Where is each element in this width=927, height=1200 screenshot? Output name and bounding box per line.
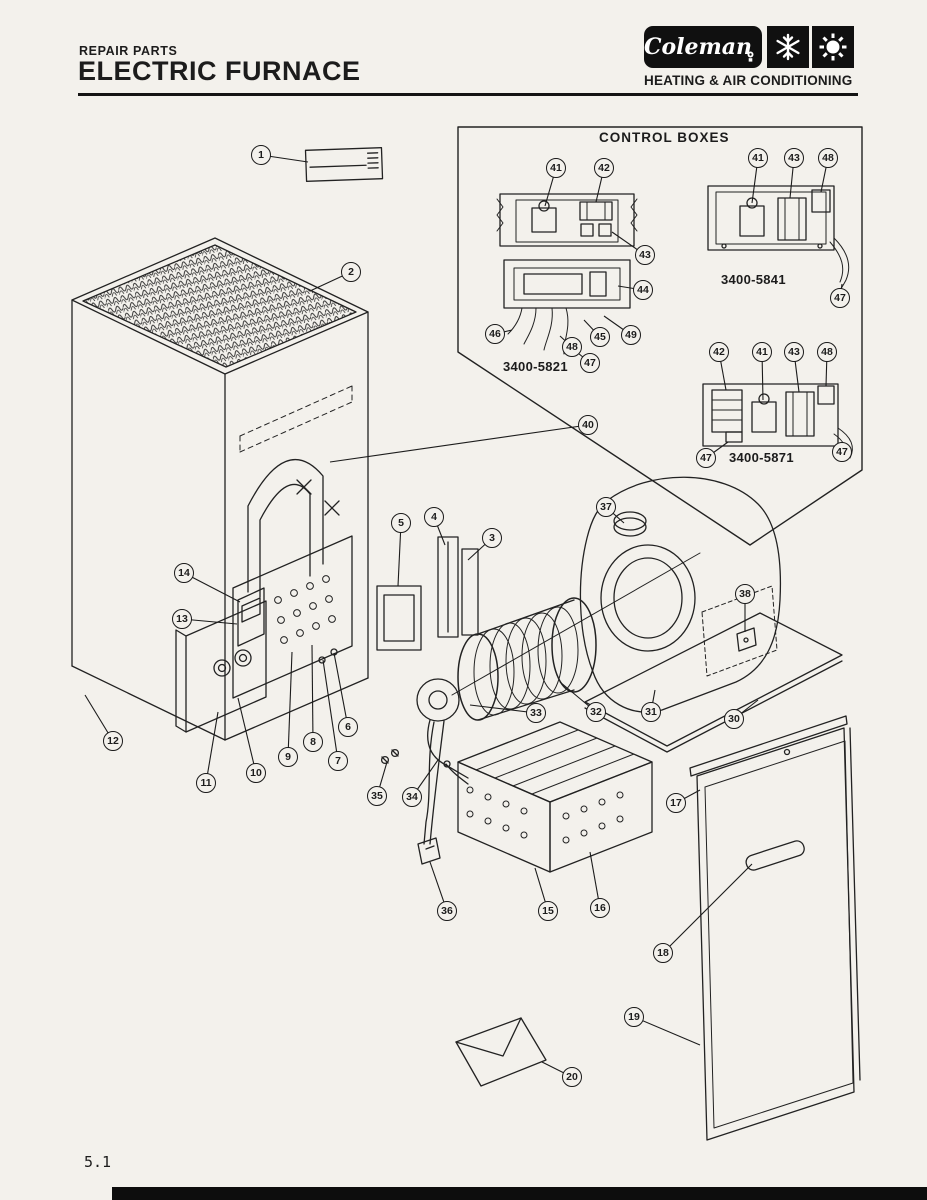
callout-7: 7 bbox=[328, 751, 348, 771]
callout-30: 30 bbox=[724, 709, 744, 729]
callout-16: 16 bbox=[590, 898, 610, 918]
header-rule bbox=[78, 93, 858, 96]
callout-17: 17 bbox=[666, 793, 686, 813]
callout-37: 37 bbox=[596, 497, 616, 517]
callout-5: 5 bbox=[391, 513, 411, 533]
callout-41: 41 bbox=[546, 158, 566, 178]
callout-47: 47 bbox=[830, 288, 850, 308]
callout-4: 4 bbox=[424, 507, 444, 527]
snowflake-tile bbox=[767, 26, 809, 68]
callout-12: 12 bbox=[103, 731, 123, 751]
callout-36: 36 bbox=[437, 901, 457, 921]
callout-48: 48 bbox=[562, 337, 582, 357]
callout-20: 20 bbox=[562, 1067, 582, 1087]
page-title: ELECTRIC FURNACE bbox=[78, 56, 361, 86]
callout-43: 43 bbox=[635, 245, 655, 265]
callout-10: 10 bbox=[246, 763, 266, 783]
callout-18: 18 bbox=[653, 943, 673, 963]
callout-44: 44 bbox=[633, 280, 653, 300]
callout-6: 6 bbox=[338, 717, 358, 737]
callout-34: 34 bbox=[402, 787, 422, 807]
callout-14: 14 bbox=[174, 563, 194, 583]
callout-49: 49 bbox=[621, 325, 641, 345]
callout-33: 33 bbox=[526, 703, 546, 723]
callout-41: 41 bbox=[752, 342, 772, 362]
coleman-logo: Coleman bbox=[644, 26, 762, 68]
snowflake-icon bbox=[776, 33, 800, 61]
inset-title: CONTROL BOXES bbox=[599, 130, 730, 145]
callout-43: 43 bbox=[784, 342, 804, 362]
callout-40: 40 bbox=[578, 415, 598, 435]
lantern-icon bbox=[747, 51, 754, 62]
callout-48: 48 bbox=[817, 342, 837, 362]
callout-45: 45 bbox=[590, 327, 610, 347]
callout-13: 13 bbox=[172, 609, 192, 629]
brand-tagline: HEATING & AIR CONDITIONING bbox=[644, 73, 853, 88]
callout-2: 2 bbox=[341, 262, 361, 282]
callout-19: 19 bbox=[624, 1007, 644, 1027]
callout-47: 47 bbox=[696, 448, 716, 468]
page-kicker: REPAIR PARTS bbox=[79, 44, 178, 58]
model-label: 3400-5841 bbox=[721, 272, 786, 287]
callout-48: 48 bbox=[818, 148, 838, 168]
callout-42: 42 bbox=[594, 158, 614, 178]
footer-bar bbox=[112, 1187, 927, 1200]
coleman-logo-text: Coleman bbox=[643, 34, 753, 60]
callout-15: 15 bbox=[538, 901, 558, 921]
callout-1: 1 bbox=[251, 145, 271, 165]
callout-46: 46 bbox=[485, 324, 505, 344]
callout-35: 35 bbox=[367, 786, 387, 806]
callout-9: 9 bbox=[278, 747, 298, 767]
callout-11: 11 bbox=[196, 773, 216, 793]
callout-3: 3 bbox=[482, 528, 502, 548]
callout-47: 47 bbox=[832, 442, 852, 462]
callout-32: 32 bbox=[586, 702, 606, 722]
page-number: 5.1 bbox=[84, 1153, 112, 1171]
callout-43: 43 bbox=[784, 148, 804, 168]
sun-tile bbox=[812, 26, 854, 68]
callout-42: 42 bbox=[709, 342, 729, 362]
callout-31: 31 bbox=[641, 702, 661, 722]
callout-8: 8 bbox=[303, 732, 323, 752]
callout-47: 47 bbox=[580, 353, 600, 373]
callout-41: 41 bbox=[748, 148, 768, 168]
model-label: 3400-5871 bbox=[729, 450, 794, 465]
sun-icon bbox=[819, 33, 847, 61]
model-label: 3400-5821 bbox=[503, 359, 568, 374]
callout-38: 38 bbox=[735, 584, 755, 604]
